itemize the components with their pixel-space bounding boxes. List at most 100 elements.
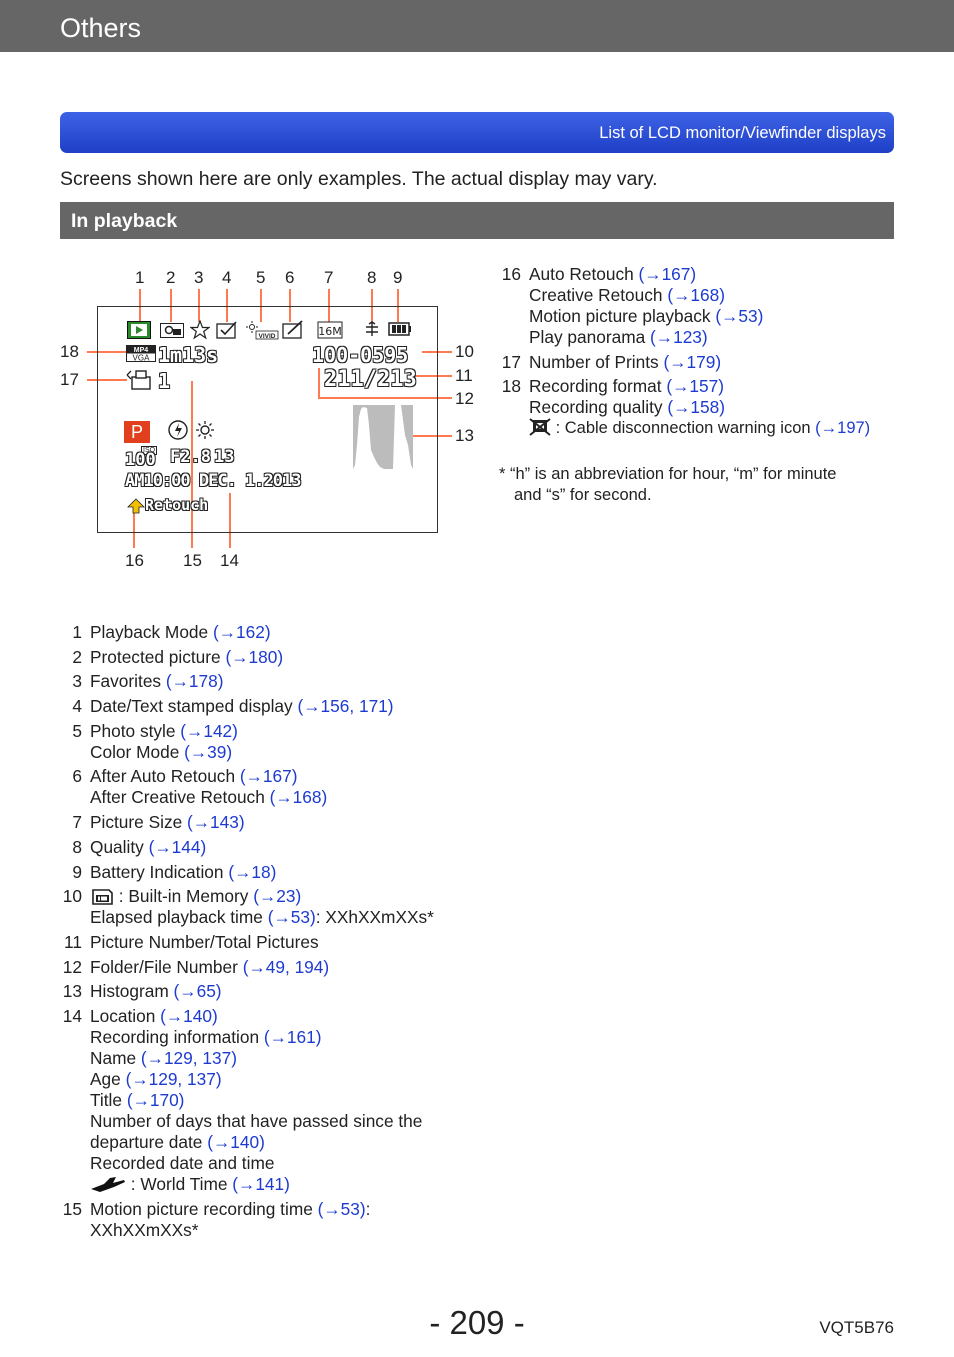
- item-number: 3: [72, 671, 82, 692]
- program-mode-badge: P: [124, 421, 150, 443]
- item-number: 17: [501, 351, 521, 372]
- callout-17: 17: [60, 370, 79, 389]
- shutter-speed-value: 13: [214, 447, 235, 467]
- page-ref-link[interactable]: (→161): [263, 1026, 322, 1047]
- page-ref-link[interactable]: (→180): [225, 646, 284, 667]
- item-text: : Built-in Memory: [114, 886, 254, 907]
- list-item-14-world-time: : World Time (→141): [60, 1174, 480, 1195]
- item-text: Number of days that have passed since th…: [90, 1110, 423, 1131]
- item-text: : World Time: [126, 1173, 233, 1194]
- callout-6: 6: [285, 268, 295, 287]
- page-ref-link[interactable]: (→143): [187, 812, 245, 833]
- format-bottom-label: VGA: [133, 354, 151, 363]
- callout-16: 16: [125, 551, 144, 570]
- page-number: - 209 -: [429, 1304, 525, 1341]
- item-text: : Cable disconnection warning icon: [551, 419, 816, 438]
- chapter-title: List of LCD monitor/Viewfinder displays: [599, 124, 886, 142]
- page-ref-link[interactable]: (→157): [666, 376, 724, 397]
- callout-18: 18: [60, 342, 79, 361]
- page-ref-link[interactable]: (→178): [165, 671, 224, 692]
- print-count: 1: [158, 369, 171, 393]
- item-text: departure date: [90, 1131, 208, 1152]
- page-ref-link[interactable]: (→168): [667, 285, 725, 305]
- photo-style-vivid-icon: VIVID: [246, 321, 279, 340]
- item-number: 1: [72, 622, 82, 642]
- page-ref-link[interactable]: (→167): [638, 264, 697, 284]
- item-text: : XXhXXmXXs*: [315, 907, 434, 928]
- page-ref-link[interactable]: (→123): [650, 327, 708, 347]
- page-ref-link[interactable]: (→140): [207, 1131, 265, 1152]
- item-text: Motion picture recording time: [90, 1198, 318, 1219]
- date-text-stamp-icon: [216, 321, 237, 339]
- page-ref-link[interactable]: (→170): [126, 1089, 185, 1110]
- page-ref-link[interactable]: (→179): [663, 351, 722, 372]
- intro-note: Screens shown here are only examples. Th…: [60, 168, 658, 190]
- item-text: Title: [90, 1089, 127, 1110]
- subsection-title: In playback: [71, 210, 178, 232]
- playback-mode-icon: [127, 321, 151, 339]
- vivid-label: VIVID: [259, 333, 276, 340]
- page-ref-link[interactable]: (→53): [715, 306, 764, 326]
- item-text: Date/Text stamped display: [90, 696, 298, 717]
- retouch-done-icon: [282, 320, 303, 339]
- page-ref-link[interactable]: (→162): [212, 622, 271, 642]
- page-ref-link[interactable]: (→142): [180, 720, 238, 741]
- subsection-bar: In playback: [60, 202, 894, 239]
- page-ref-link[interactable]: (→129, 137): [140, 1047, 237, 1068]
- page-ref-link[interactable]: (→53): [267, 907, 316, 928]
- item-text: After Auto Retouch: [90, 766, 240, 787]
- page-ref-link[interactable]: (→141): [232, 1173, 290, 1194]
- item-text: Elapsed playback time: [90, 907, 268, 928]
- callout-14: 14: [220, 551, 239, 570]
- page-ref-link[interactable]: (→156, 171): [297, 696, 394, 717]
- item-text: Histogram: [90, 981, 174, 1002]
- callout-3: 3: [194, 268, 204, 287]
- picture-size-label: 16M: [318, 325, 342, 338]
- page-ref-link[interactable]: (→167): [239, 766, 298, 787]
- footnote: * “h” is an abbreviation for hour, “m” f…: [499, 464, 899, 506]
- page-ref-link[interactable]: (→18): [228, 861, 277, 882]
- recorded-date-time: AM10:00 DEC. 1.2013: [125, 471, 301, 491]
- page-ref-link[interactable]: (→129, 137): [125, 1068, 222, 1089]
- item-text: Playback Mode: [90, 622, 213, 642]
- document-code: VQT5B76: [819, 1318, 894, 1337]
- page-ref-link[interactable]: (→65): [173, 981, 222, 1002]
- page-ref-link[interactable]: (→168): [269, 787, 328, 808]
- page-ref-link[interactable]: (→144): [148, 836, 207, 857]
- item-text: Recorded date and time: [90, 1152, 275, 1173]
- flash-off-icon: [168, 420, 188, 440]
- page-ref-link[interactable]: (→197): [815, 419, 871, 438]
- callout-10: 10: [455, 342, 474, 361]
- item-number: 5: [72, 720, 82, 741]
- callout-4: 4: [222, 268, 232, 287]
- item-text: Play panorama: [529, 327, 651, 347]
- item-text: Quality: [90, 836, 149, 857]
- section-title: Others: [60, 13, 142, 43]
- page-ref-link[interactable]: (→39): [184, 741, 233, 762]
- histogram: [353, 405, 413, 469]
- item-text: Favorites: [90, 671, 166, 692]
- print-icon: [126, 370, 151, 390]
- callout-2: 2: [166, 268, 176, 287]
- page-ref-link[interactable]: (→158): [667, 397, 725, 418]
- callout-8: 8: [367, 268, 377, 287]
- item-number: 6: [72, 766, 82, 787]
- page-ref-link[interactable]: (→53): [317, 1198, 366, 1219]
- page-ref-link[interactable]: (→140): [160, 1005, 218, 1026]
- page-ref-link[interactable]: (→49, 194): [242, 956, 330, 977]
- elapsed-time-readout: 1m13s: [158, 343, 219, 367]
- callout-7: 7: [324, 268, 334, 287]
- page-ref-link[interactable]: (→23): [253, 886, 302, 907]
- item-text: Folder/File Number: [90, 956, 243, 977]
